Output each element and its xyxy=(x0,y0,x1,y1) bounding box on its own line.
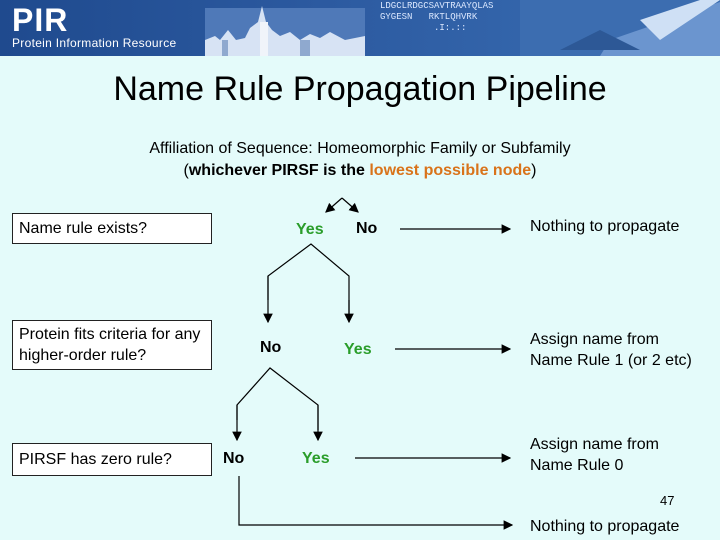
label-row3-yes: Yes xyxy=(302,450,330,467)
question-box-zero-rule: PIRSF has zero rule? xyxy=(12,443,212,476)
subtitle-line-2: (whichever PIRSF is the lowest possible … xyxy=(183,162,537,179)
label-row1-no: No xyxy=(356,220,378,237)
label-row1-yes: Yes xyxy=(296,221,324,238)
outcome-row1: Nothing to propagate xyxy=(530,218,680,235)
question-box-higher-order: Protein fits criteria for any higher-ord… xyxy=(12,320,212,370)
header-banner: PIR Protein Information Resource LDGCLRD… xyxy=(0,0,720,56)
highlight-text: lowest possible node xyxy=(369,162,532,179)
arrow-row3-no xyxy=(238,476,514,530)
label-row2-no: No xyxy=(260,339,282,356)
pir-logo-subtitle: Protein Information Resource xyxy=(12,36,177,50)
page-title: Name Rule Propagation Pipeline xyxy=(113,70,607,108)
pir-logo: PIR xyxy=(12,2,69,38)
outcome-bottom: Nothing to propagate xyxy=(530,518,680,535)
question-box-name-rule: Name rule exists? xyxy=(12,213,212,244)
label-row3-no: No xyxy=(223,450,245,467)
page-number: 47 xyxy=(660,493,675,508)
subtitle: Affiliation of Sequence: Homeomorphic Fa… xyxy=(0,138,720,182)
skyline-image xyxy=(205,0,720,56)
entry-arrow-yes xyxy=(325,197,343,213)
split-row2 xyxy=(236,367,319,430)
entry-arrow-no xyxy=(341,197,359,213)
sequence-text: LDGCLRDGCSAVTRAAYQLAS GYGESN RKTLQHVRK .… xyxy=(380,1,494,33)
subtitle-line-1: Affiliation of Sequence: Homeomorphic Fa… xyxy=(149,140,571,157)
outcome-row2: Assign name from Name Rule 1 (or 2 etc) xyxy=(530,331,692,369)
label-row2-yes: Yes xyxy=(344,341,372,358)
split-row1 xyxy=(267,243,350,320)
outcome-row3: Assign name from Name Rule 0 xyxy=(530,436,659,474)
